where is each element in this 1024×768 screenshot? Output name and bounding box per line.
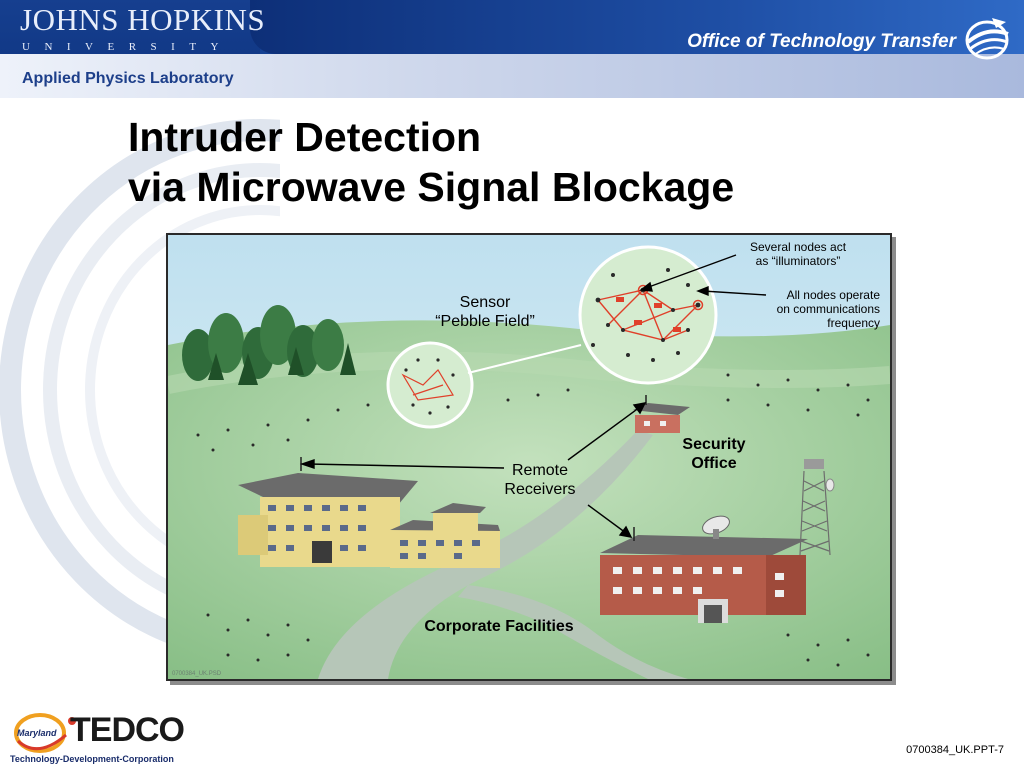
path-branch [458,585,688,679]
university-wordmark: UNIVERSITY [22,41,233,53]
tedco-state: Maryland [17,728,57,738]
nodes-label-line-3: frequency [827,316,880,330]
tedco-logo-icon [14,713,76,753]
illuminators-label-line-1: Several nodes act [749,240,847,254]
tedco-subtitle: Technology-Development-Corporation [10,754,174,764]
lab-name: Applied Physics Laboratory [22,70,234,87]
receivers-label-line-1: Remote [511,462,569,479]
institution-name: JOHNS HOPKINS [20,2,266,37]
nodes-label-line-2: on communications [776,302,880,316]
zoom-connector [467,344,582,374]
office-name: Office of Technology Transfer [687,31,956,52]
hill-ridge [168,351,890,394]
sensor-label: Sensor “Pebble Field” [430,293,540,331]
figure-panel: Sensor “Pebble Field” Several nodes act … [166,233,892,681]
slide-code: 0700384_UK.PPT-7 [906,744,1004,756]
large-sensor-circle [578,245,718,385]
header-banner: JOHNS HOPKINS UNIVERSITY Applied Physics… [0,0,1024,98]
nodes-label: All nodes operate on communications freq… [754,288,880,330]
corporate-building-right [600,459,835,623]
security-label-line-2: Office [691,455,737,472]
title-line-2: via Microwave Signal Blockage [128,164,735,210]
nodes-label-line-1: All nodes operate [786,288,880,302]
tree-cluster [182,305,356,385]
receivers-label-line-2: Receivers [504,481,576,498]
pointer-arrows [299,254,767,538]
header-top-bar [250,0,1024,54]
corporate-building-left [238,457,500,568]
title-line-1: Intruder Detection [128,114,482,160]
illustration-scene [168,235,890,679]
sensor-label-line-1: Sensor [459,294,511,311]
tedco-wordmark: TEDCO [70,711,185,749]
illuminators-label-line-2: as “illuminators” [755,254,841,268]
security-office-label: Security Office [664,435,764,473]
ott-logo-icon [965,18,1009,60]
header-lower-band [0,54,1024,98]
corporate-facilities-label: Corporate Facilities [424,618,574,635]
slide-title: Intruder Detection via Microwave Signal … [128,112,734,212]
remote-receivers-label: Remote Receivers [490,461,590,499]
security-office-building [633,395,690,433]
illuminators-label: Several nodes act as “illuminators” [736,240,860,268]
small-sensor-circle [386,341,474,429]
security-label-line-1: Security [682,436,746,453]
file-id-label: 0700384_UK.PSD [172,671,222,677]
sensor-label-line-2: “Pebble Field” [435,313,535,330]
